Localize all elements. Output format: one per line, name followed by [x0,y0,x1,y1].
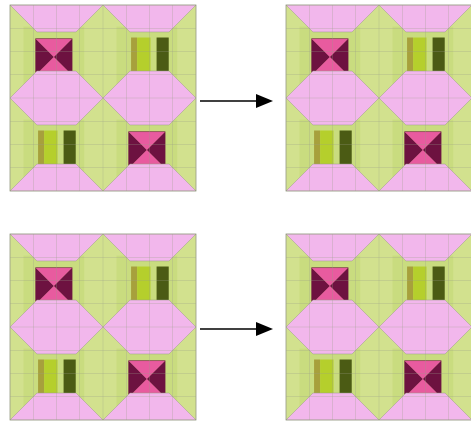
stripe-gap [57,130,64,170]
bowtie-bottom-diamond [311,56,349,76]
quilt-panel-border [285,233,471,421]
bowtie-bottom-diamond [35,56,73,76]
stripe-gap [150,266,157,306]
stripe-dark-green [63,359,76,399]
right-arrow-icon [200,94,273,108]
stripe-olive [38,359,45,399]
right-arrow-icon [200,322,273,336]
bowtie-right-wedge [53,38,73,76]
stripe-gap [57,359,64,399]
bowtie-left-wedge [128,131,147,169]
row-top-after-quilt [285,4,471,192]
stripe-dark-green [432,37,445,77]
stripe-gap [333,130,340,170]
stripe-dark-green [432,266,445,306]
bowtie-bottom-diamond [311,285,349,305]
stripe-lime [413,37,427,77]
stripe-dark-green [339,359,352,399]
quilt-panels-layer [9,4,471,421]
stripe-lime [44,130,58,170]
bowtie-left-wedge [35,38,54,76]
stripe-lime [320,130,334,170]
stripe-dark-green [156,266,169,306]
bowtie-left-wedge [311,267,330,305]
bowtie-right-wedge [53,267,73,305]
quilt-panel-border [9,233,197,421]
bowtie-top-diamond [311,267,349,286]
bowtie-bottom-diamond [404,378,442,398]
stripe-lime [44,359,58,399]
bowtie-top-diamond [404,360,442,379]
quilt-panel-border [9,4,197,192]
stripe-lime [413,266,427,306]
stripe-olive [407,37,414,77]
bowtie-right-wedge [146,360,166,398]
arrows-layer [200,94,273,336]
row-top-before-quilt [9,4,197,192]
arrow-head [256,94,273,108]
bowtie-right-wedge [146,131,166,169]
stripe-dark-green [339,130,352,170]
stripe-dark-green [156,37,169,77]
stripe-olive [407,266,414,306]
stripe-olive [314,359,321,399]
stripe-gap [333,359,340,399]
bowtie-top-diamond [35,267,73,286]
pink-sashing-band [378,392,471,421]
pink-sashing-band [378,163,471,192]
bowtie-left-wedge [128,360,147,398]
bowtie-top-diamond [128,131,166,150]
bowtie-right-wedge [329,38,349,76]
stripe-lime [137,37,151,77]
stripe-gap [426,37,433,77]
row-bottom-after-quilt [285,233,471,421]
arrow-head [256,322,273,336]
bowtie-left-wedge [404,131,423,169]
stripe-dark-green [63,130,76,170]
stripe-olive [38,130,45,170]
bowtie-right-wedge [422,360,442,398]
bowtie-right-wedge [422,131,442,169]
row-bottom-before-quilt [9,233,197,421]
stripe-olive [131,37,138,77]
bowtie-left-wedge [311,38,330,76]
bowtie-top-diamond [311,38,349,57]
bowtie-top-diamond [35,38,73,57]
bowtie-bottom-diamond [35,285,73,305]
bowtie-top-diamond [128,360,166,379]
stripe-lime [320,359,334,399]
quilt-panel-border [285,4,471,192]
stripe-gap [426,266,433,306]
stripe-olive [314,130,321,170]
stripe-olive [131,266,138,306]
stripe-gap [150,37,157,77]
bowtie-bottom-diamond [128,149,166,169]
bowtie-left-wedge [404,360,423,398]
bowtie-bottom-diamond [404,149,442,169]
bowtie-top-diamond [404,131,442,150]
stripe-lime [137,266,151,306]
bowtie-bottom-diamond [128,378,166,398]
bowtie-right-wedge [329,267,349,305]
bowtie-left-wedge [35,267,54,305]
